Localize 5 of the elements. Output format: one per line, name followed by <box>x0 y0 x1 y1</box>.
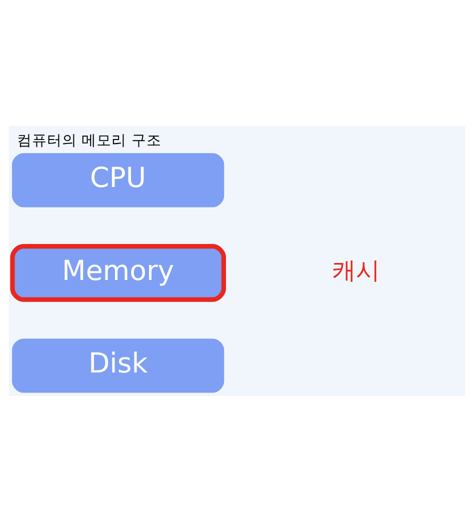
node-box: Memory <box>10 244 226 302</box>
node-box: CPU <box>12 152 224 207</box>
label: 캐시 <box>332 256 380 284</box>
node-box: Disk <box>12 338 224 392</box>
diagram-title: 컴퓨터의 메모리 구조 <box>16 132 162 149</box>
